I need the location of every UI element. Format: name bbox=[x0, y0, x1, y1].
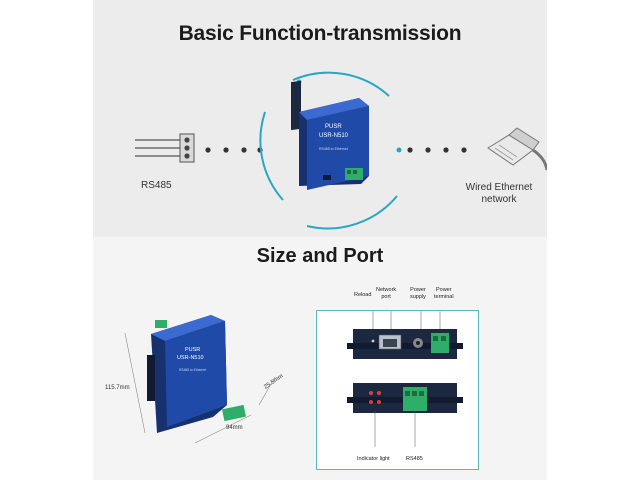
arc-bottom bbox=[306, 195, 398, 230]
power-supply-label: Power supply bbox=[410, 287, 426, 300]
device-brand: PUSR bbox=[325, 124, 342, 130]
section-title-size: Size and Port bbox=[256, 245, 384, 267]
ethernet-plug-icon bbox=[487, 127, 547, 171]
device-model-2: USR-N510 bbox=[177, 355, 204, 361]
width-dimension: 94mm bbox=[226, 425, 243, 431]
ethernet-label: Wired Ethernet network bbox=[465, 182, 533, 205]
device-top-side bbox=[347, 329, 463, 359]
right-dots bbox=[407, 147, 467, 153]
device-caption: RS485 to Ethernet bbox=[319, 147, 348, 151]
reload-label: Reload bbox=[354, 292, 372, 298]
section-title-transmission: Basic Function-transmission bbox=[178, 22, 462, 45]
power-terminal-label: Power terminal bbox=[434, 287, 454, 300]
bottom-panel: Size and Port PUSR USR-N510 RS485 to Eth… bbox=[93, 237, 547, 480]
height-dimension: 115.7mm bbox=[105, 385, 130, 391]
rs485-port-label: RS485 bbox=[406, 456, 423, 462]
arc-left bbox=[259, 111, 284, 201]
rs485-label: RS485 bbox=[141, 180, 172, 191]
transmission-diagram: PUSR USR-N510 RS485 to Ethernet bbox=[135, 71, 547, 230]
device-caption-2: RS485 to Ethernet bbox=[179, 368, 206, 372]
device-bottom-side bbox=[347, 383, 463, 413]
arc-top bbox=[292, 71, 390, 97]
dimension-drawing: PUSR USR-N510 RS485 to Ethernet bbox=[124, 315, 276, 444]
port-view-frame bbox=[316, 310, 479, 470]
port-views bbox=[347, 311, 463, 447]
device-image: PUSR USR-N510 RS485 to Ethernet bbox=[291, 80, 369, 190]
network-port-label: Network port bbox=[376, 287, 397, 300]
left-dots bbox=[205, 147, 263, 153]
device-model: USR-N510 bbox=[319, 133, 349, 139]
device-brand-2: PUSR bbox=[185, 347, 200, 353]
rs485-cable-icon bbox=[135, 133, 195, 163]
top-panel: PUSR USR-N510 RS485 to Ethernet Basic Fu… bbox=[93, 0, 547, 237]
indicator-light-label: Indicator light bbox=[357, 456, 390, 462]
